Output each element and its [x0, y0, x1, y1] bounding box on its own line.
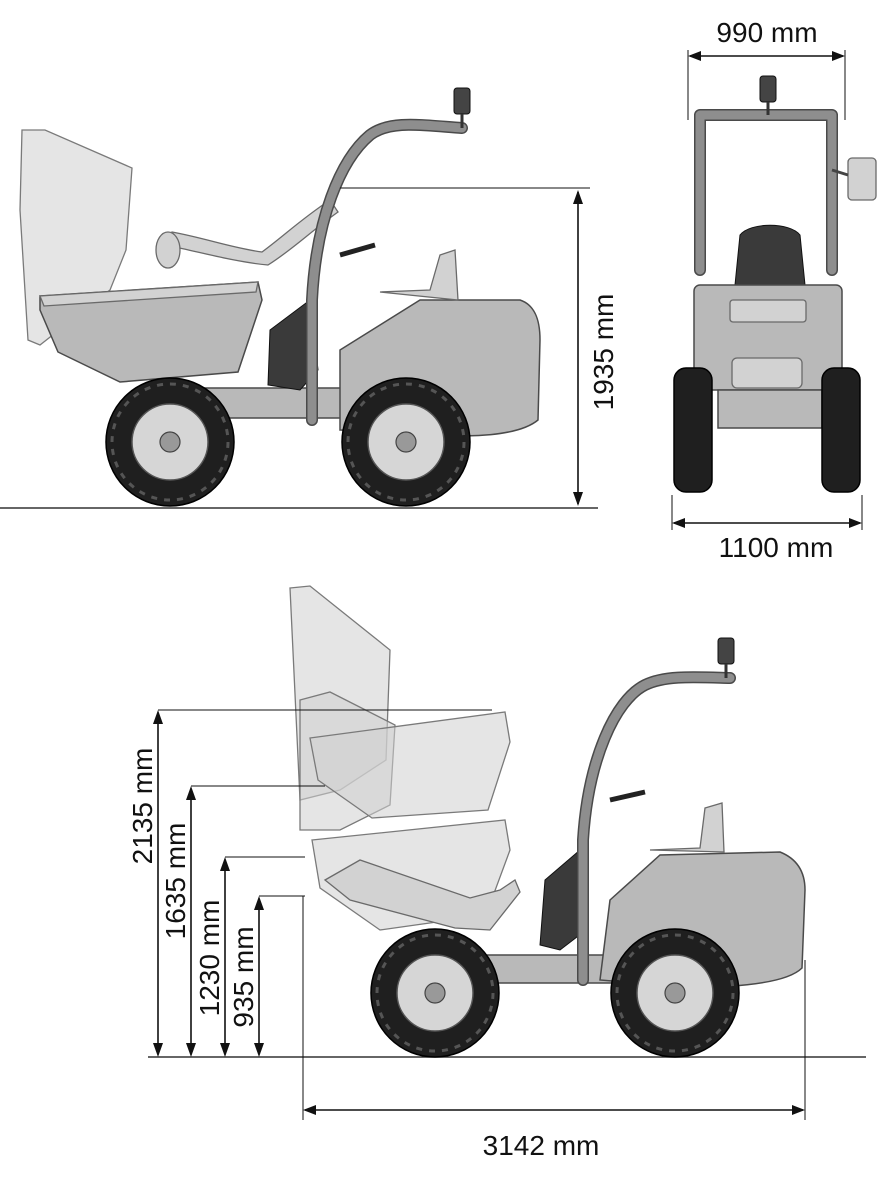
- tip-height-max-label: 2135 mm: [127, 748, 158, 865]
- front-grille: [729, 299, 807, 323]
- tip-height-4-label: 935 mm: [228, 926, 259, 1027]
- front-view-left-wheel: [673, 367, 713, 493]
- top-width-label: 990 mm: [716, 17, 817, 48]
- bottom-front-wheel: [370, 928, 500, 1058]
- tip-height-dimension-max: 2135 mm: [127, 709, 492, 1057]
- rops-roll-bar: [307, 120, 467, 425]
- tip-height-dimension-2: 1635 mm: [160, 785, 325, 1057]
- rear-wheel-top: [341, 377, 471, 507]
- lift-arm-joint: [155, 231, 181, 269]
- overall-width-label: 1100 mm: [719, 532, 834, 563]
- skip-lift-arm: [169, 199, 339, 266]
- bottom-steering-wheel: [609, 789, 646, 803]
- overall-length-dimension: 3142 mm: [302, 896, 806, 1161]
- front-axle-housing: [717, 389, 823, 429]
- overall-length-label: 3142 mm: [483, 1130, 600, 1161]
- bottom-rear-wheel: [610, 928, 740, 1058]
- tip-height-2-label: 1635 mm: [160, 823, 191, 940]
- driver-seat: [379, 249, 459, 301]
- bottom-lift-arm: [323, 859, 521, 931]
- skip-position-3: [309, 711, 511, 819]
- side-view-bottom: 2135 mm 1635 mm 1230 mm 935 mm: [127, 585, 866, 1161]
- bottom-rops-roll-bar: [578, 672, 735, 985]
- front-plate: [731, 357, 803, 389]
- front-view-right-wheel: [821, 367, 861, 493]
- tip-height-dimension-3: 1230 mm: [194, 856, 305, 1057]
- front-wheel-top: [105, 377, 235, 507]
- bottom-beacon-light-icon: [717, 637, 735, 665]
- skip-bucket: [39, 281, 263, 383]
- front-beacon-light-icon: [759, 75, 777, 103]
- side-mirror: [847, 157, 877, 201]
- bottom-hydraulic-block: [539, 848, 587, 951]
- front-view: 990 mm 1100 mm: [671, 17, 877, 563]
- bottom-driver-seat: [649, 802, 725, 853]
- steering-wheel: [339, 242, 376, 258]
- overall-height-label: 1935 mm: [588, 294, 619, 411]
- tip-height-3-label: 1230 mm: [194, 900, 225, 1017]
- front-seat: [734, 224, 806, 286]
- skip-rim: [39, 281, 259, 307]
- beacon-light-icon: [453, 87, 471, 115]
- front-rops-frame: [695, 110, 837, 275]
- tip-height-dimension-4: 935 mm: [228, 895, 305, 1057]
- side-view-top: 1935 mm: [0, 87, 619, 509]
